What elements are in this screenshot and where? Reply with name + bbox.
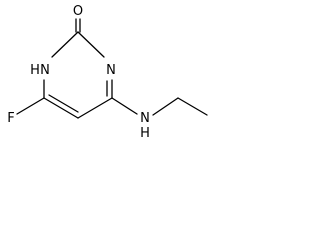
c6-f-bond — [16, 97, 45, 115]
c2-n3-bond — [77, 31, 105, 58]
fluorine-atom-label: F — [7, 111, 14, 126]
pyrimidinone-structure-diagram: O H N N F N H — [7, 4, 208, 141]
ring-nh-n-label: N — [40, 63, 50, 78]
amine-h-label: H — [140, 126, 150, 141]
oxygen-atom-label: O — [73, 4, 83, 19]
c4-nh-bond — [111, 97, 138, 115]
nh-ch2-bond — [152, 97, 179, 116]
c5-c6-bond-inner — [48, 94, 79, 113]
c5-c6-bond — [43, 97, 79, 119]
c4-c5-bond — [77, 97, 113, 119]
amine-n-label: N — [140, 111, 150, 126]
ring-nh-h-label: H — [30, 63, 40, 78]
n1-c2-bond — [51, 31, 79, 58]
ch2-ch3-bond — [177, 97, 208, 116]
ring-n-label: N — [106, 63, 116, 78]
